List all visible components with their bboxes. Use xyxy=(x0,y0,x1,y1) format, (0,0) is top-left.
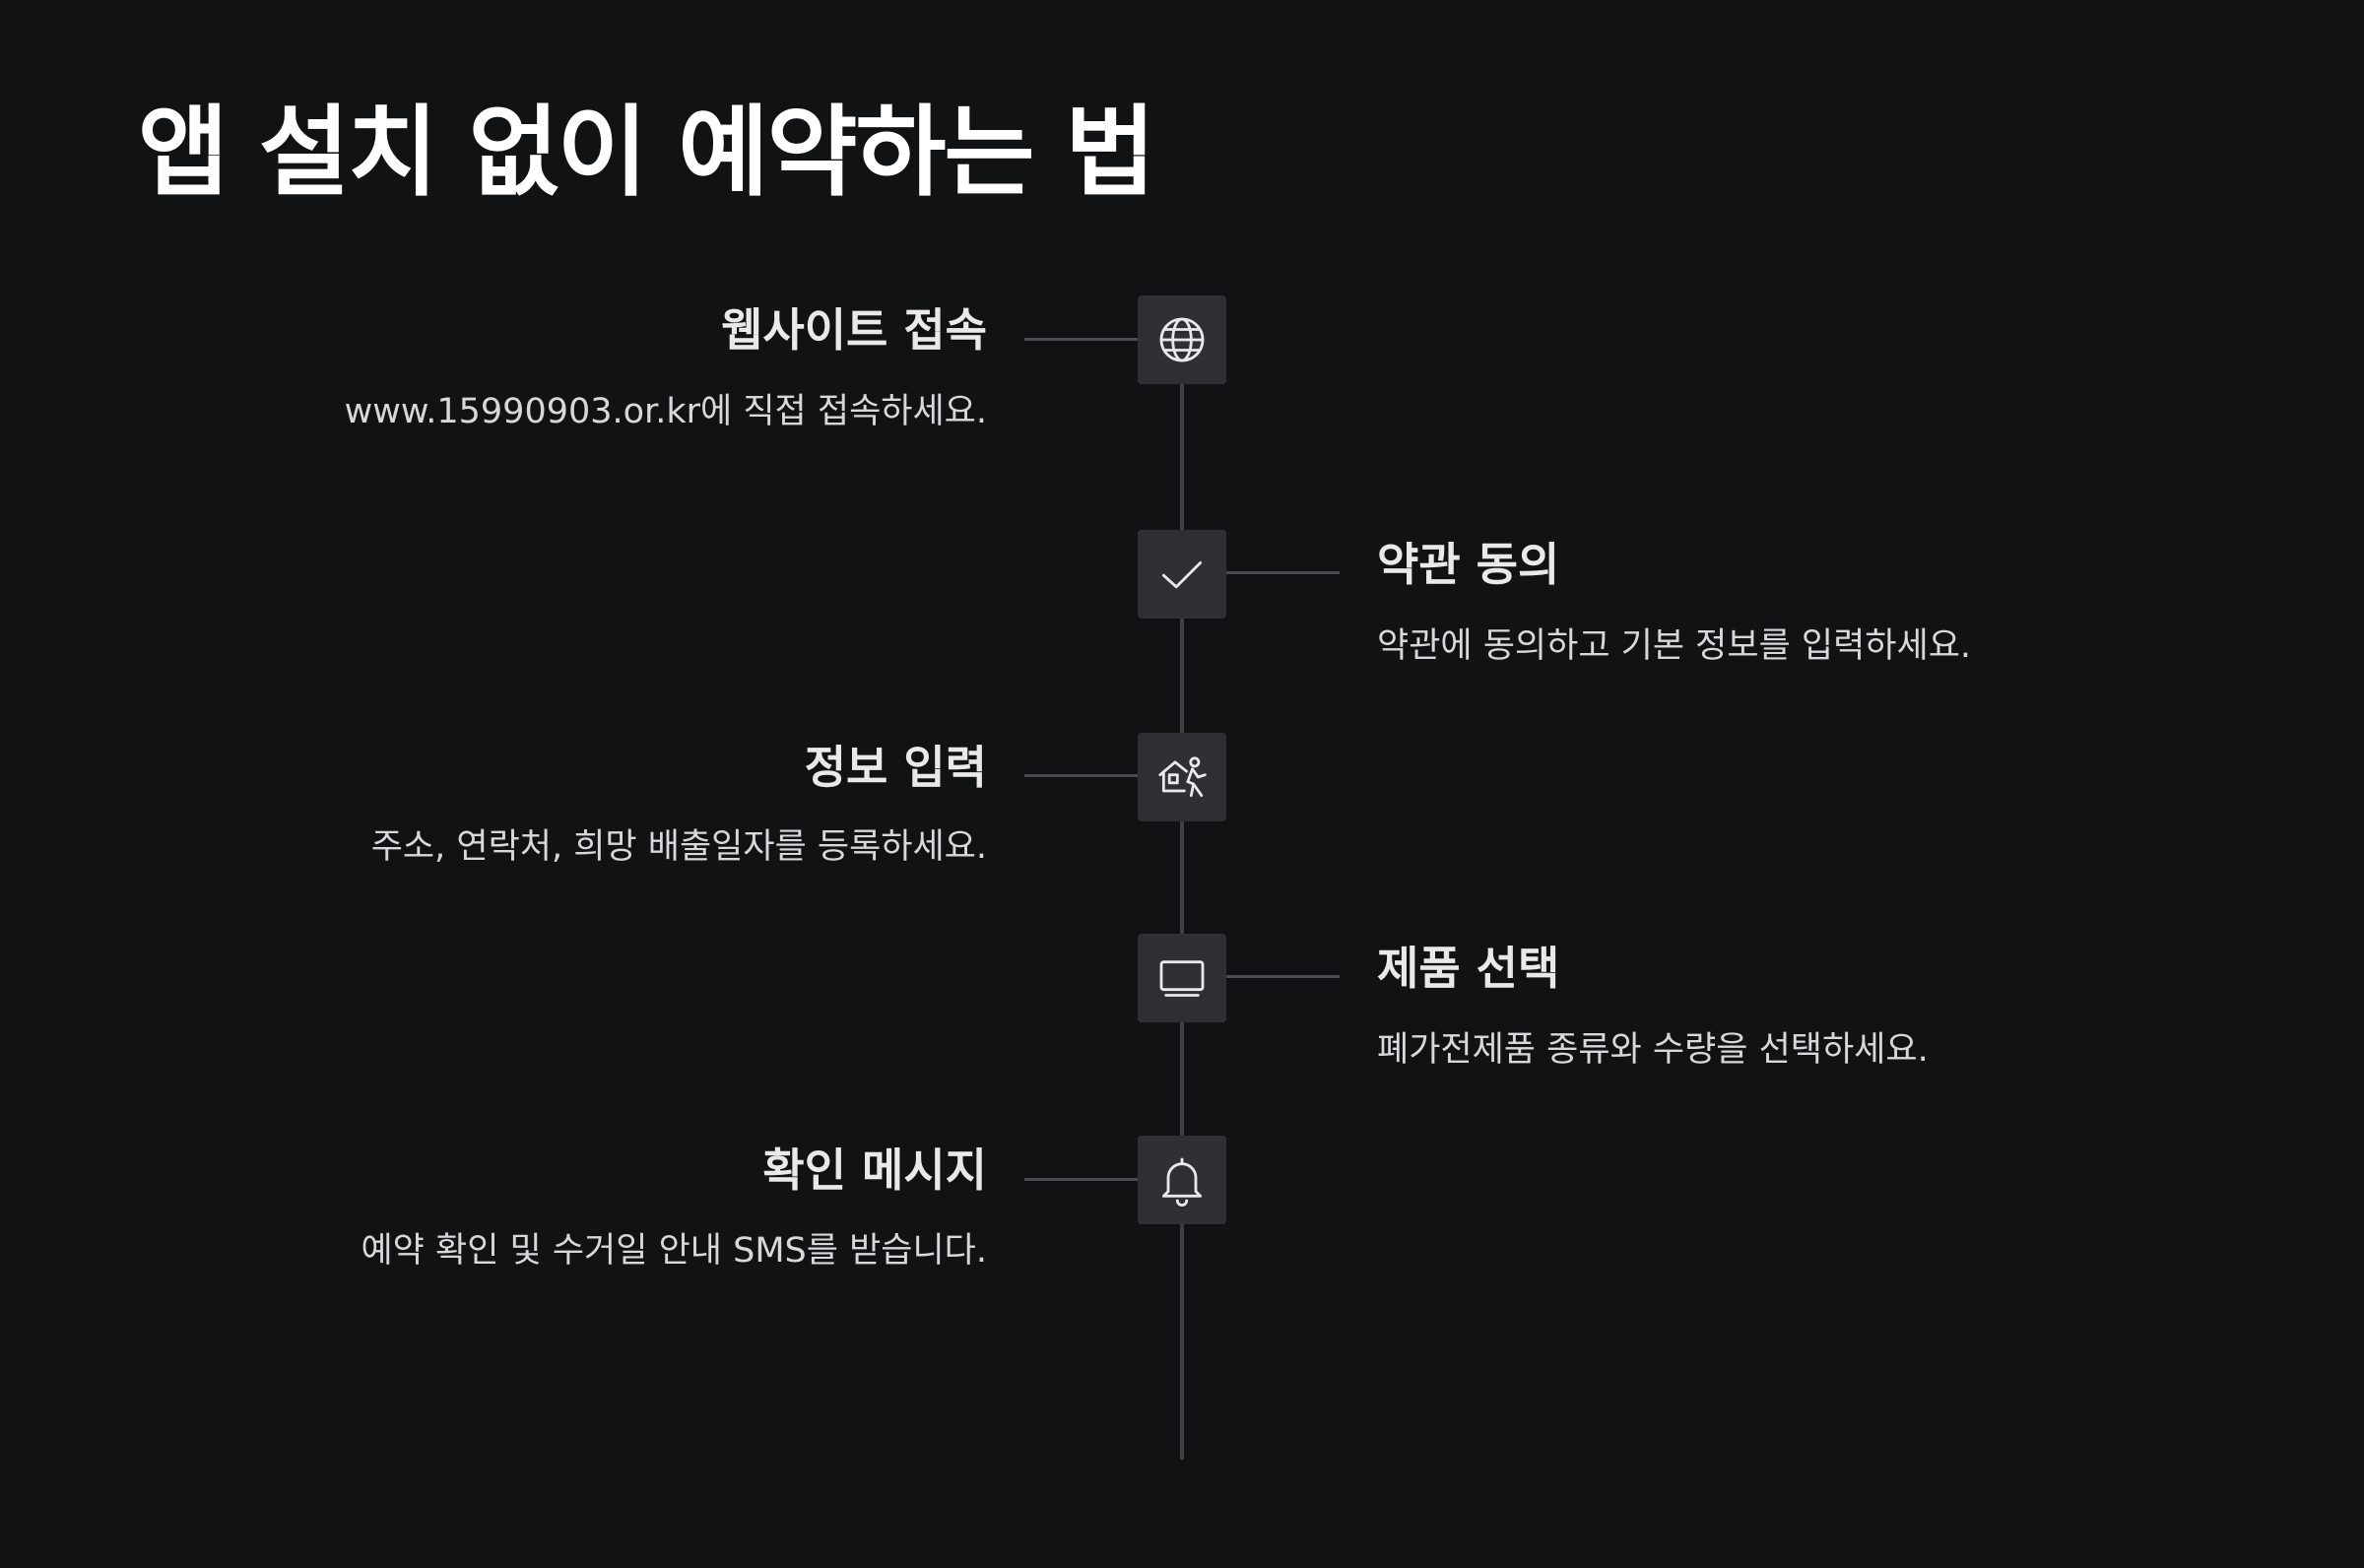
connector-step-3 xyxy=(1024,774,1138,777)
connector-step-5 xyxy=(1024,1178,1138,1181)
step-5-title: 확인 메시지 xyxy=(762,1143,987,1197)
connector-step-4 xyxy=(1226,975,1340,978)
step-1-title: 웹사이트 접속 xyxy=(721,303,987,357)
step-1-desc: www.15990903.or.kr에 직접 접속하세요. xyxy=(344,392,987,431)
step-5-desc: 예약 확인 및 수거일 안내 SMS를 받습니다. xyxy=(361,1231,987,1271)
house-person-icon xyxy=(1158,756,1207,798)
step-3-title: 정보 입력 xyxy=(804,741,987,794)
globe-icon xyxy=(1159,317,1205,362)
bell-icon xyxy=(1161,1157,1203,1207)
step-2-node xyxy=(1138,530,1226,619)
step-4-node xyxy=(1138,934,1226,1022)
step-2-title: 약관 동의 xyxy=(1377,538,1560,591)
step-3-node xyxy=(1138,733,1226,821)
step-5-node xyxy=(1138,1136,1226,1224)
step-1-node xyxy=(1138,295,1226,384)
step-2-desc: 약관에 동의하고 기본 정보를 입력하세요. xyxy=(1377,626,1972,666)
connector-step-1 xyxy=(1024,338,1138,341)
step-3-desc: 주소, 연락처, 희망 배출일자를 등록하세요. xyxy=(370,827,987,867)
step-4-title: 제품 선택 xyxy=(1377,942,1560,995)
page-title: 앱 설치 없이 예약하는 법 xyxy=(138,95,1155,210)
timeline-line xyxy=(1180,339,1184,1460)
connector-step-2 xyxy=(1226,571,1340,574)
monitor-icon xyxy=(1159,960,1205,997)
check-icon xyxy=(1161,560,1203,589)
step-4-desc: 폐가전제품 종류와 수량을 선택하세요. xyxy=(1377,1030,1929,1070)
